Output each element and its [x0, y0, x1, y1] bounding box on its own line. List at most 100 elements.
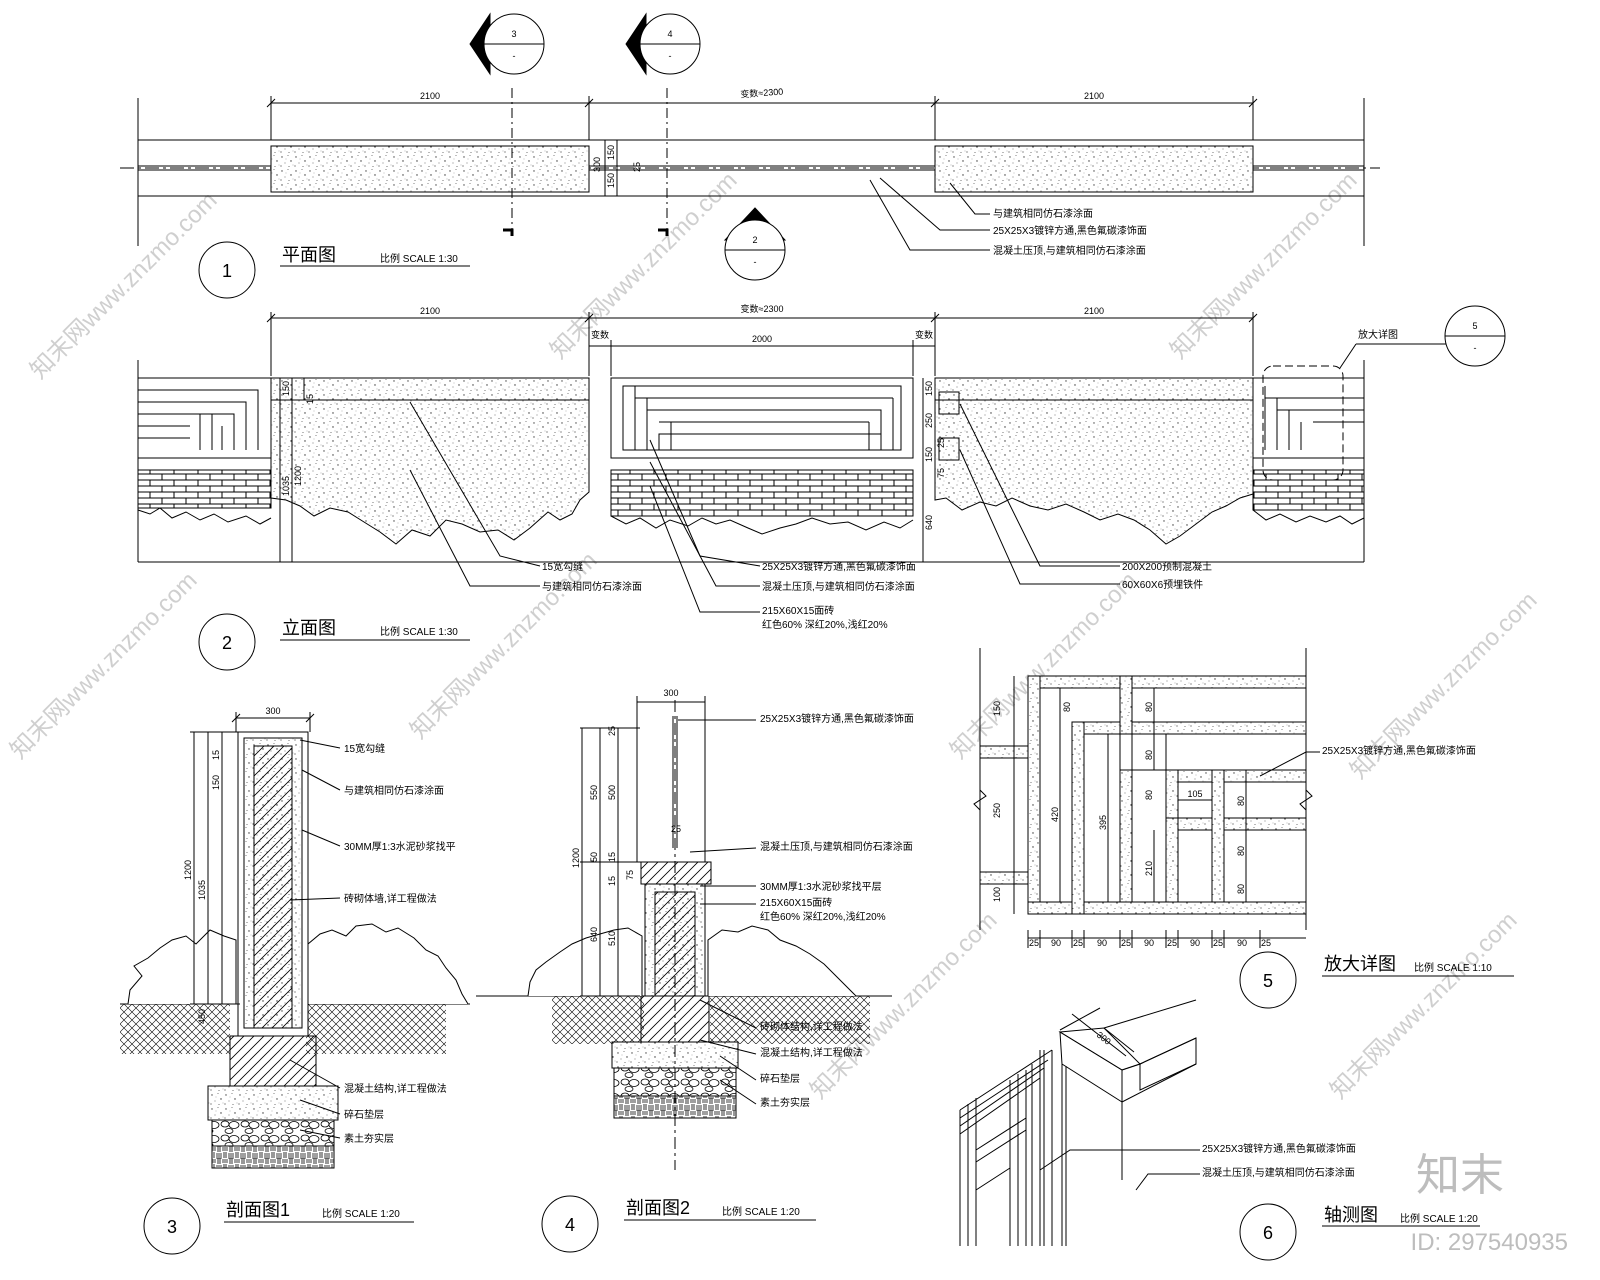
watermark-text: 知末网www.znzmo.com: [25, 187, 222, 384]
dim-label: 150: [606, 145, 616, 160]
watermark-text: 知末网www.znzmo.com: [545, 167, 742, 364]
note-label: 25X25X3镀锌方通,黑色氟碳漆饰面: [762, 560, 916, 573]
dim-label: 395: [1098, 815, 1108, 830]
dim-label: 150: [281, 381, 291, 396]
dim-label: 1200: [293, 466, 303, 486]
zoom-label: 放大详图: [1358, 328, 1398, 341]
dim-label: 250: [924, 413, 934, 428]
dim-label: 50: [589, 852, 599, 862]
axon-text: 300 25X25X3镀锌方通,黑色氟碳漆饰面 混凝土压顶,与建筑相同仿石漆涂面: [1095, 1030, 1356, 1179]
drawing-number: 6: [1263, 1223, 1273, 1243]
brand-logo: 知末: [1416, 1151, 1504, 1200]
dim-label: 90: [1237, 938, 1247, 948]
marker-bot: -: [669, 51, 672, 61]
dim-label: 90: [1190, 938, 1200, 948]
dim-label: 80: [1144, 750, 1154, 760]
watermark-text: 知末网www.znzmo.com: [1165, 167, 1362, 364]
note-label: 15宽勾缝: [344, 742, 385, 755]
marker-top: 2: [752, 235, 757, 245]
section-1-text: 300 15 150 1200 1035 450 15宽勾缝 与建筑相同仿石漆涂…: [183, 706, 456, 1145]
zoom-marker-5[interactable]: [1444, 305, 1506, 367]
drawing-title: 放大详图: [1324, 954, 1396, 974]
note-label: 素土夯实层: [344, 1132, 394, 1145]
dim-label: 105: [1187, 789, 1202, 799]
dim-label: 150: [211, 775, 221, 790]
section-1-title-block: [143, 1197, 414, 1255]
dim-label: 90: [1051, 938, 1061, 948]
note-label: 30MM厚1:3水泥砂浆找平层: [760, 880, 882, 893]
section-marker-4[interactable]: [625, 12, 701, 76]
plan-text: 2100 变数≈2300 2100 300 150 150 25 与建筑相同仿石…: [420, 86, 1147, 257]
drawing-title: 剖面图2: [626, 1198, 690, 1218]
dim-label: 640: [924, 515, 934, 530]
dim-label: 变数≈2300: [741, 303, 784, 314]
dim-label: 2100: [1084, 91, 1104, 101]
note-label: 215X60X15面砖: [762, 604, 834, 617]
watermark-text: 知末网www.znzmo.com: [945, 567, 1142, 764]
drawing-title: 立面图: [282, 618, 336, 638]
note-label: 25X25X3镀锌方通,黑色氟碳漆饰面: [760, 712, 914, 725]
note-label: 25X25X3镀锌方通,黑色氟碳漆饰面: [993, 224, 1147, 237]
plan-title-block: [198, 241, 470, 299]
section-2-title-block: [541, 1195, 816, 1253]
dim-label: 80: [1144, 702, 1154, 712]
marker-bot: -: [754, 257, 757, 267]
marker-bot: -: [1474, 343, 1477, 353]
drawing-scale: 比例 SCALE 1:30: [380, 625, 458, 638]
dim-label: 80: [1144, 790, 1154, 800]
watermark-text: 知末网www.znzmo.com: [5, 567, 202, 764]
dim-label: 1035: [281, 476, 291, 496]
note-label: 混凝土结构,详工程做法: [344, 1082, 447, 1095]
note-label: 混凝土压顶,与建筑相同仿石漆涂面: [1202, 1166, 1355, 1179]
dim-label: 25: [1121, 938, 1131, 948]
dim-label: 150: [606, 173, 616, 188]
drawing-title: 平面图: [282, 245, 336, 265]
dim-label: 500: [607, 785, 617, 800]
dim-label: 80: [1236, 796, 1246, 806]
dim-label: 300: [663, 688, 678, 698]
drawing-scale: 比例 SCALE 1:10: [1414, 961, 1492, 974]
drawing-scale: 比例 SCALE 1:20: [1400, 1212, 1478, 1225]
dim-label: 510: [607, 931, 617, 946]
note-label: 碎石垫层: [344, 1108, 384, 1121]
detail-title-block: [1239, 951, 1514, 1009]
plan-view: [120, 88, 1380, 251]
dim-label: 25: [607, 726, 617, 736]
note-label: 混凝土压顶,与建筑相同仿石漆涂面: [762, 580, 915, 593]
note-label: 混凝土结构,详工程做法: [760, 1046, 863, 1059]
note-label: 混凝土压顶,与建筑相同仿石漆涂面: [760, 840, 913, 853]
marker-top: 5: [1472, 321, 1477, 331]
dim-label: 100: [992, 887, 1002, 902]
marker-top: 4: [667, 29, 672, 39]
watermark-text: 知末网www.znzmo.com: [405, 547, 602, 744]
drawing-scale: 比例 SCALE 1:30: [380, 252, 458, 265]
note-label: 与建筑相同仿石漆涂面: [993, 207, 1093, 220]
dim-label: 300: [265, 706, 280, 716]
note-label: 30MM厚1:3水泥砂浆找平: [344, 840, 456, 853]
dim-label: 25: [1213, 938, 1223, 948]
dim-label: 80: [1236, 884, 1246, 894]
elevation-view: [137, 312, 1446, 613]
drawing-number: 3: [167, 1217, 177, 1237]
section-marker-2[interactable]: [723, 207, 787, 281]
dim-label: 80: [1236, 846, 1246, 856]
dim-label: 变数≈2300: [740, 86, 784, 100]
dim-label: 75: [936, 468, 946, 478]
note-label: 与建筑相同仿石漆涂面: [344, 784, 444, 797]
dim-label: 2000: [752, 334, 772, 344]
drawing-number: 2: [222, 633, 232, 653]
note-label: 215X60X15面砖: [760, 896, 832, 909]
drawing-title: 剖面图1: [226, 1200, 290, 1220]
watermark-text: 知末网www.znzmo.com: [1325, 907, 1522, 1104]
section-2-view: [476, 696, 892, 1170]
note-label: 25X25X3镀锌方通,黑色氟碳漆饰面: [1202, 1142, 1356, 1155]
dim-label: 210: [1144, 861, 1154, 876]
note-label: 混凝土压顶,与建筑相同仿石漆涂面: [993, 244, 1146, 257]
dim-label: 450: [197, 1009, 207, 1024]
dim-label: 75: [625, 870, 635, 880]
note-label: 25X25X3镀锌方通,黑色氟碳漆饰面: [1322, 744, 1476, 757]
section-marker-3[interactable]: [469, 12, 545, 76]
dim-label: 变数: [591, 329, 609, 340]
note-label: 200X200预制混凝土: [1122, 560, 1212, 573]
dim-label: 15: [211, 750, 221, 760]
